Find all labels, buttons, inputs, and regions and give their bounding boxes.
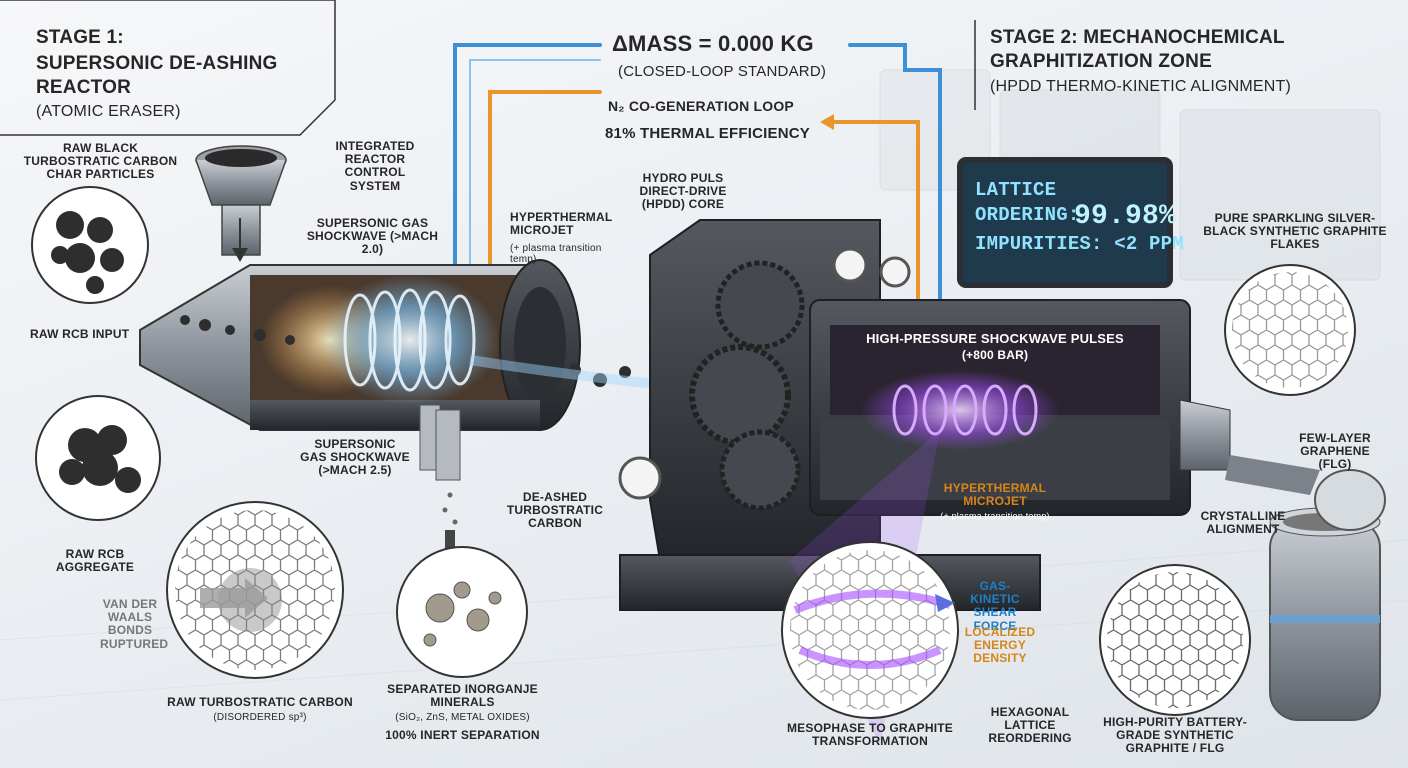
label-high-purity: HIGH-PURITY BATTERY-GRADE SYNTHETIC GRAP…: [1103, 715, 1247, 756]
label-shockwave-pulses-note: (+800 BAR): [961, 348, 1029, 362]
stage1-title-line2: SUPERSONIC DE-ASHING: [36, 53, 278, 74]
stage2-title-line1: STAGE 2: MECHANOCHEMICAL: [990, 27, 1285, 48]
label-microjet-top: HYPERTHERMAL MICROJET: [510, 210, 613, 238]
stage1-title-line1: STAGE 1:: [36, 27, 124, 48]
stage1-title-line3: REACTOR: [36, 77, 131, 98]
label-raw-rcb-aggregate: RAW rCB AGGREGATE: [55, 547, 135, 575]
label-few-layer-graphene: FEW-LAYER GRAPHENE (FLG): [1299, 431, 1371, 472]
label-shockwave-pulses: HIGH-PRESSURE SHOCKWAVE PULSES: [866, 331, 1124, 346]
stage2-title-line2: GRAPHITIZATION ZONE: [990, 51, 1212, 72]
n2-loop-label: N₂ CO-GENERATION LOOP: [608, 98, 794, 114]
inset-battery-graphite: [1099, 564, 1251, 716]
label-separated-minerals-note: (SiO₂, ZnS, METAL OXIDES): [395, 712, 530, 723]
label-pure-sparkling: PURE SPARKLING SILVER-BLACK SYNTHETIC GR…: [1203, 211, 1387, 252]
label-van-der-waals: VAN DER WAALS BONDS RUPTURED: [100, 597, 169, 651]
label-shockwave-top: SUPERSONIC GAS SHOCKWAVE (>MACH 2.0): [306, 216, 439, 257]
label-raw-black-char: RAW BLACK TURBOSTRATIC CARBON CHAR PARTI…: [23, 141, 178, 182]
inset-char-particles: [31, 186, 149, 304]
label-separated-minerals: SEPARATED INORGANJE MINERALS: [387, 682, 538, 710]
particle-stream: [180, 315, 631, 400]
label-control-system: INTEGRATED REACTOR CONTROL SYSTEM: [335, 139, 415, 193]
stage2-subtitle: (HPDD THERMO-KINETIC ALIGNMENT): [990, 78, 1292, 95]
inset-rcb-aggregate: [35, 395, 161, 521]
label-gas-kinetic: GAS-KINETIC SHEAR FORCE: [970, 579, 1020, 633]
screen-ordering-value: 99.98%: [1074, 201, 1177, 232]
inset-graphite-flakes: [1224, 264, 1356, 396]
label-hexagonal-reordering: HEXAGONAL LATTICE REORDERING: [988, 705, 1072, 746]
inset-minerals: [396, 546, 528, 678]
mass-balance-subtitle: (CLOSED-LOOP STANDARD): [618, 63, 827, 80]
label-inert-separation: 100% INERT SEPARATION: [385, 728, 540, 742]
thermal-efficiency-label: 81% THERMAL EFFICIENCY: [605, 125, 810, 142]
mass-balance-title: ΔMASS = 0.000 KG: [612, 31, 814, 56]
inset-turbostratic-carbon: [166, 501, 344, 679]
status-screen: [957, 157, 1173, 288]
label-mesophase: MESOPHASE TO GRAPHITE TRANSFORMATION: [786, 721, 953, 749]
label-microjet-mid: HYPERTHERMAL MICROJET: [943, 481, 1047, 509]
screen-ordering-label: ORDERING:: [975, 204, 1080, 226]
product-canister: [1269, 469, 1386, 721]
label-raw-turbostratic: RAW TURBOSTRATIC CARBON: [167, 695, 353, 709]
label-shockwave-bottom: SUPERSONIC GAS SHOCKWAVE (>MACH 2.5): [300, 437, 410, 478]
screen-impurities: IMPURITIES: <2 PPM: [975, 233, 1184, 255]
label-localized-energy: LOCALIZED ENERGY DENSITY: [964, 625, 1036, 666]
inset-mesophase: [781, 541, 959, 719]
label-hpdd-core: HYDRO PULS DIRECT-DRIVE (HPDD) CORE: [639, 171, 727, 212]
label-raw-turbostratic-note: (DISORDERED sp³): [213, 712, 307, 723]
stage1-title-frame: [0, 0, 336, 136]
label-microjet-top-note: (+ plasma transition temp): [510, 243, 602, 265]
feed-hopper: [195, 145, 287, 262]
deashing-reactor: [139, 259, 581, 471]
screen-lattice: LATTICE: [975, 179, 1057, 201]
label-microjet-mid-note: (+ plasma transition temp): [940, 511, 1050, 521]
closed-loop-lines: [453, 43, 947, 315]
label-crystalline: CRYSTALLINE ALIGNMENT: [1200, 509, 1286, 537]
stage1-subtitle: (ATOMIC ERASER): [36, 103, 181, 120]
label-raw-rcb-input: RAW rCB INPUT: [30, 327, 130, 341]
label-deashed-carbon: DE-ASHED TURBOSTRATIC CARBON: [506, 490, 604, 531]
